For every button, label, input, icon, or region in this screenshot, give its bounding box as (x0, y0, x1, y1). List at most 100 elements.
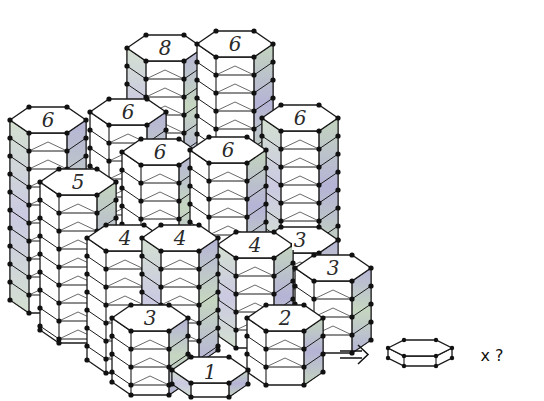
shaded-face (199, 238, 218, 363)
vertex-dot (196, 302, 201, 307)
face-line (59, 222, 78, 231)
arrow-shaft (340, 350, 362, 352)
face-line (285, 340, 304, 349)
vertex-dot (7, 171, 12, 176)
face-line (131, 376, 150, 385)
vertex-dot (271, 273, 276, 278)
face-line (165, 70, 184, 79)
vertex-dot (7, 279, 12, 284)
vertex-dot (188, 354, 193, 359)
layer-line (262, 208, 338, 221)
hexagonal-prism (244, 302, 325, 387)
vertex-dot (169, 367, 174, 372)
face-line (146, 88, 165, 97)
vertex-dot (37, 197, 42, 202)
vertex-dot (7, 189, 12, 194)
double-arrow (340, 345, 368, 364)
vertex-dot (233, 291, 238, 296)
vertex-dot (335, 133, 340, 138)
vertex-dot (215, 253, 220, 258)
vertex-dot (278, 146, 283, 151)
vertex-dot (94, 192, 99, 197)
vertex-dot (166, 302, 171, 307)
vertex-dot (128, 346, 133, 351)
face-line (141, 192, 160, 201)
face-line (106, 260, 125, 269)
vertex-dot (64, 130, 69, 135)
vertex-dot (263, 302, 268, 307)
vertex-dot (106, 158, 111, 163)
layer-number: 3 (292, 230, 309, 250)
vertex-dot (138, 162, 143, 167)
layer-line (122, 188, 198, 201)
face-line (281, 176, 300, 185)
face-line (235, 102, 254, 111)
vertex-dot (187, 201, 192, 206)
prism-top (295, 255, 371, 281)
vertex-dot (119, 185, 124, 190)
vertex-dot (206, 178, 211, 183)
face-line (236, 267, 255, 276)
prism-top (142, 225, 218, 251)
vertex-dot (103, 320, 108, 325)
layer-number: 4 (247, 235, 264, 255)
vertex-dot (84, 357, 89, 362)
prism-edge (265, 331, 266, 385)
layer-number: 4 (172, 228, 189, 248)
vertex-dot (349, 332, 354, 337)
vertex-dot (233, 309, 238, 314)
layer-number: 6 (292, 108, 309, 128)
vertex-dot (271, 229, 276, 234)
vertex-dot (226, 380, 231, 385)
vertex-dot (84, 343, 89, 348)
vertex-dot (139, 253, 144, 258)
layer-number: 4 (117, 228, 134, 248)
face-line (131, 358, 150, 367)
face-line (59, 240, 78, 249)
vertex-dot (251, 28, 256, 33)
vertex-dot (158, 266, 163, 271)
vertex-dot (188, 380, 193, 385)
vertex-dot (244, 214, 249, 219)
vertex-dot (109, 333, 114, 338)
face-line (236, 285, 255, 294)
face-line (59, 204, 78, 213)
vertex-dot (301, 328, 306, 333)
hexagonal-prism (169, 354, 250, 399)
vertex-dot (87, 109, 92, 114)
layer-line (217, 263, 293, 276)
vertex-dot (56, 166, 61, 171)
face-line (125, 260, 144, 269)
vertex-dot (335, 151, 340, 156)
vertex-dot (251, 72, 256, 77)
vertex-dot (26, 292, 31, 297)
vertex-dot (7, 117, 12, 122)
vertex-dot (103, 284, 108, 289)
vertex-dot (226, 394, 231, 399)
vertex-dot (213, 108, 218, 113)
vertex-dot (158, 284, 163, 289)
vertex-dot (128, 392, 133, 397)
vertex-dot (138, 180, 143, 185)
vertex-dot (103, 222, 108, 227)
shaded-face (217, 245, 236, 348)
vertex-dot (56, 282, 61, 287)
face-line (300, 194, 319, 203)
vertex-dot (64, 104, 69, 109)
vertex-dot (434, 338, 438, 342)
vertex-dot (215, 289, 220, 294)
vertex-dot (7, 153, 12, 158)
vertex-dot (233, 345, 238, 350)
vertex-dot (176, 136, 181, 141)
vertex-dot (139, 235, 144, 240)
face-line (300, 140, 319, 149)
vertex-dot (292, 283, 297, 288)
layer-number: 6 (220, 140, 237, 160)
vertex-dot (316, 128, 321, 133)
vertex-dot (187, 147, 192, 152)
vertex-dot (194, 41, 199, 46)
face-line (180, 278, 199, 287)
layer-line (262, 136, 338, 149)
layer-number: 1 (202, 362, 219, 382)
